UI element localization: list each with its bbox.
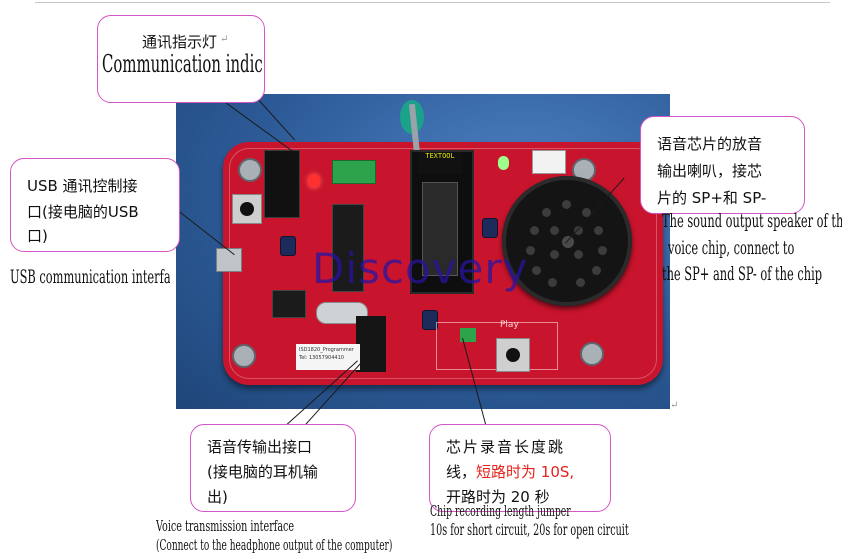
screw-bottom-left: [232, 344, 256, 368]
paragraph-mark: ↵: [220, 34, 229, 45]
callout-speaker: 语音芯片的放音 输出喇叭，接芯 片的 SP+和 SP-: [640, 116, 805, 214]
jumper-cn-line2: 线，短路时为 10S,: [446, 461, 574, 482]
callout-voice: 语音传输出接口 (接电脑的耳机输 出): [190, 424, 356, 512]
callout-jumper: 芯片录音长度跳 线，短路时为 10S, 开路时为 20 秒: [429, 424, 611, 512]
usb-en-wrap: USB communication interface: [10, 266, 170, 288]
voice-cn-line1: 语音传输出接口: [207, 438, 313, 456]
screw-top-left: [238, 158, 262, 182]
speaker-en-line2: voice chip, connect to: [668, 237, 795, 259]
screw-bottom-right: [580, 342, 604, 366]
reset-button-knob: [240, 202, 254, 216]
speaker-en-wrap-3: the SP+ and SP- of the chip: [662, 263, 832, 285]
speaker: [502, 176, 632, 306]
crystal-oscillator: [316, 302, 368, 324]
indicator-cn: 通讯指示灯: [142, 33, 218, 51]
pcb-sticker-line1: ISD1820_Programmer: [299, 347, 354, 353]
indicator-en: Communication indicator: [102, 50, 262, 78]
speaker-en-line3: the SP+ and SP- of the chip: [662, 263, 823, 285]
speaker-cn-line3: 片的 SP+和 SP-: [657, 189, 767, 207]
usb-cn-line3: 口): [27, 227, 48, 245]
jumper-en-wrap-2: 10s for short circuit, 20s for open circ…: [430, 520, 690, 540]
jumper-cn-line1: 芯片录音长度跳: [446, 438, 566, 456]
communication-led: [308, 174, 320, 188]
audio-jack: [356, 316, 386, 372]
watermark-text: Discovery: [312, 244, 529, 293]
voice-en-wrap-1: Voice transmission interface: [156, 516, 356, 534]
usb-cn-line2: 口(接电脑的USB: [27, 203, 139, 221]
speaker-en-line1: The sound output speaker of the: [662, 210, 842, 232]
power-led: [498, 156, 509, 170]
play-button: [496, 338, 530, 372]
jumper-en-line1: Chip recording length jumper: [430, 502, 571, 519]
voice-cn-line2: (接电脑的耳机输: [207, 463, 318, 481]
jumper-cn-line2-black: 线，: [446, 463, 477, 481]
voice-en-wrap-2: (Connect to the headphone output of the …: [156, 535, 406, 553]
voice-en-line2: (Connect to the headphone output of the …: [156, 536, 393, 553]
pcb-sticker-line2: Tel: 13057904410: [299, 355, 344, 361]
voice-chip: [422, 182, 458, 276]
mcu-chip: [332, 204, 364, 292]
jumper-en-line2: 10s for short circuit, 20s for open circ…: [430, 520, 629, 539]
top-divider: [35, 2, 830, 3]
play-button-knob: [506, 348, 520, 362]
indicator-en-wrap: Communication indicator: [102, 50, 262, 80]
green-terminal-block: [332, 160, 376, 184]
speaker-cn-line2: 输出喇叭，接芯: [657, 162, 763, 180]
length-jumper: [460, 328, 476, 342]
speaker-en-wrap-1: The sound output speaker of the: [662, 210, 842, 232]
callout-usb: USB 通讯控制接 口(接电脑的USB 口): [10, 158, 180, 252]
ribbon-header: [264, 150, 300, 218]
capacitor-3: [422, 310, 438, 330]
jumper-cn-line2-red: 短路时为 10S,: [476, 463, 575, 481]
capacitor-1: [280, 236, 296, 256]
callout-indicator: 通讯指示灯 ↵ Communication indicator: [97, 15, 265, 103]
jumper-en-wrap-1: Chip recording length jumper: [430, 501, 610, 519]
zif-label: TEXTOOL: [418, 152, 462, 174]
product-photo: TEXTOOL Play ISD1820_Programmer Tel: 130…: [176, 94, 670, 409]
speaker-en-wrap-2: voice chip, connect to: [668, 237, 818, 259]
voice-en-line1: Voice transmission interface: [156, 517, 295, 534]
jumper-cn-line3: 开路时为 20 秒: [446, 488, 550, 506]
usb-chip: [272, 290, 306, 318]
speaker-cn-line1: 语音芯片的放音: [657, 135, 763, 153]
voice-cn-line3: 出): [207, 488, 228, 506]
capacitor-2: [482, 218, 498, 238]
usb-en: USB communication interface: [10, 266, 170, 288]
pcb-sticker: ISD1820_Programmer Tel: 13057904410: [296, 344, 360, 370]
usb-cn-line1: USB 通讯控制接: [27, 177, 138, 195]
paragraph-mark: ↵: [670, 400, 679, 411]
reset-button: [232, 194, 262, 224]
speaker-connector: [532, 150, 566, 174]
play-label: Play: [500, 320, 519, 330]
usb-port: [216, 248, 242, 272]
